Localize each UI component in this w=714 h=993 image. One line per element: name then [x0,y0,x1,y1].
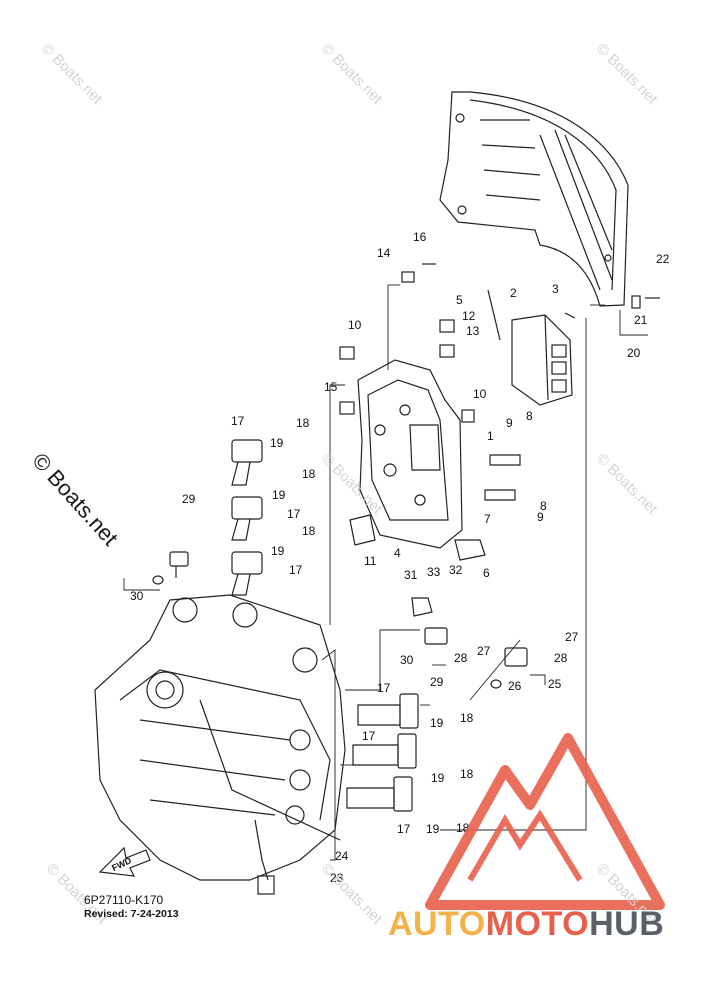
callout-19: 19 [431,771,445,785]
callout-27: 27 [565,630,579,644]
callout-27: 27 [477,644,491,658]
callout-18: 18 [460,767,474,781]
callout-19: 19 [426,822,440,836]
callout-24: 24 [335,849,349,863]
callout-6: 6 [483,566,490,580]
callout-5: 5 [456,293,463,307]
callout-8: 8 [540,499,547,513]
automotohub-logo-mark [425,733,665,910]
callout-15: 15 [324,380,338,394]
callout-18: 18 [302,467,316,481]
brand-auto: AUTO [388,905,486,943]
callout-18: 18 [460,711,474,725]
callout-29: 29 [430,675,444,689]
callout-13: 13 [466,324,480,338]
callout-17: 17 [377,681,391,695]
ecm-unit [511,314,573,406]
brand-moto: MOTO [485,905,590,943]
callout-11: 11 [364,554,377,568]
small-parts [339,263,660,561]
callout-17: 17 [287,507,301,521]
callout-23: 23 [330,871,344,885]
callout-17: 17 [362,729,376,743]
ignition-coils-upper [231,439,263,596]
callout-12: 12 [462,309,476,323]
callout-31: 31 [404,568,418,582]
callout-17: 17 [231,414,245,428]
callout-4: 4 [394,546,401,560]
callout-19: 19 [270,436,284,450]
leader-lines [123,284,648,861]
callout-2: 2 [510,286,517,300]
callout-32: 32 [449,563,463,577]
callout-10: 10 [348,318,362,332]
callout-20: 20 [627,346,641,360]
callout-28: 28 [454,651,468,665]
callout-9: 9 [537,510,544,524]
callout-26: 26 [508,679,522,693]
callout-19: 19 [271,544,285,558]
callout-8: 8 [526,409,533,423]
brand-wordmark: AUTOMOTOHUB [388,905,664,944]
ignition-coils-lower [346,693,419,812]
callout-29: 29 [182,492,196,506]
callout-33: 33 [427,565,441,579]
callout-30: 30 [400,653,414,667]
callout-19: 19 [430,716,444,730]
engine-block [94,594,346,895]
sensors [152,551,528,689]
callout-10: 10 [473,387,487,401]
callout-25: 25 [548,677,562,691]
electrical-bracket [357,359,463,549]
callout-14: 14 [377,246,391,260]
callout-18: 18 [296,416,310,430]
callout-22: 22 [656,252,670,266]
callout-18: 18 [302,524,316,538]
part-code: 6P27110-K170 [84,893,164,907]
callout-28: 28 [554,651,568,665]
revised-date: Revised: 7-24-2013 [84,908,179,920]
brand-hub: HUB [589,905,665,943]
callout-30: 30 [130,589,144,603]
callout-3: 3 [552,282,559,296]
fwd-arrow [98,846,151,877]
callout-7: 7 [484,512,491,526]
electrical-cover [439,91,629,307]
callout-21: 21 [634,313,648,327]
callout-16: 16 [413,230,427,244]
callout-9: 9 [506,416,513,430]
callout-19: 19 [272,488,286,502]
callout-17: 17 [289,563,303,577]
callout-1: 1 [487,429,494,443]
callout-17: 17 [397,822,411,836]
